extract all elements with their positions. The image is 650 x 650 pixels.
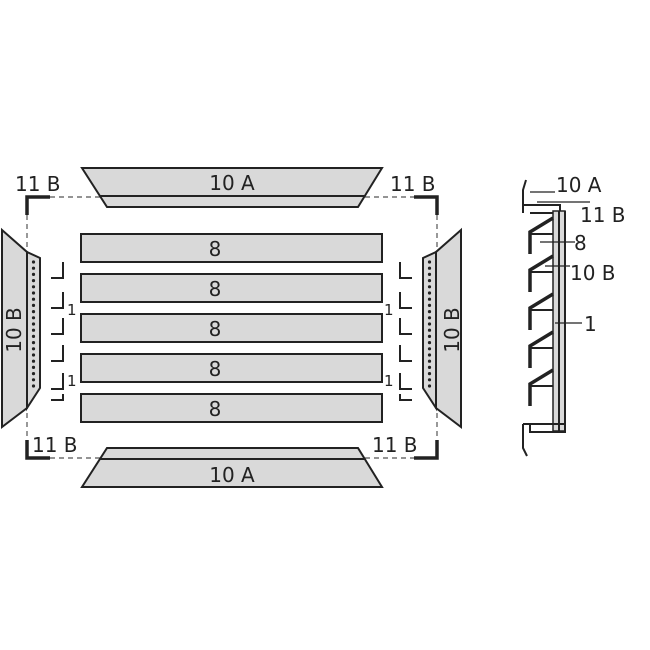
rivet-dot [31,384,36,388]
rivet-dot [31,341,36,345]
rivet-dot [31,266,36,270]
rivet-dot [427,372,432,376]
clip [51,318,64,335]
side-slat [528,254,554,292]
rivet-dot [427,266,432,270]
clip [399,318,412,335]
side-slat [528,216,554,254]
left-frame-label: 10 B [2,307,26,353]
clip [399,292,412,309]
clip [51,345,64,362]
clip-label: 1 [384,301,394,319]
clip [51,373,64,390]
rivet-dot [31,285,36,289]
clip [51,262,64,279]
rivet-dot [427,359,432,363]
rivet-dot [31,328,36,332]
rivet-dot [427,365,432,369]
clip-label: 1 [384,372,394,390]
clip-label: 1 [67,301,77,319]
slats: 8 8 8 8 8 [80,233,383,423]
bottom-frame: 10 A [80,447,384,488]
rivet-dot [427,341,432,345]
rivet-dot [31,359,36,363]
rivet-dot [31,316,36,320]
clip-label: 1 [67,372,77,390]
clip [399,373,412,390]
right-clips [399,262,412,401]
rivet-dot [31,297,36,301]
rivet-dot [427,347,432,351]
corner-label-bottom-right: 11 B [372,433,418,457]
top-frame-label: 10 A [209,171,255,195]
rivet-dot [31,303,36,307]
rivet-dot [31,322,36,326]
rivet-dot [427,384,432,388]
corner-label-bottom-left: 11 B [32,433,78,457]
rivet-dot [31,272,36,276]
top-frame: 10 A [80,167,384,208]
rivet-dot [427,285,432,289]
slat-label: 8 [209,397,222,421]
side-slat [528,368,554,406]
side-label-10b: 10 B [570,261,616,285]
rivet-dot [31,365,36,369]
clip [51,292,64,309]
corner-label-top-left: 11 B [15,172,61,196]
rivet-dot [427,272,432,276]
rivet-dot [31,378,36,382]
right-frame-label: 10 B [440,307,464,353]
slat-label: 8 [209,277,222,301]
rivet-dot [427,310,432,314]
clip [399,394,412,401]
side-label-1: 1 [584,312,597,336]
rivet-dot [31,291,36,295]
rivet-dot [427,279,432,283]
left-frame: 10 B [0,227,41,430]
side-slat [528,292,554,330]
side-label-11b: 11 B [580,203,626,227]
rivet-dot [31,353,36,357]
rivet-dot [427,353,432,357]
slat-label: 8 [209,237,222,261]
clip [399,262,412,279]
rivet-dot [427,322,432,326]
rivet-dot [427,316,432,320]
rivet-dot [31,310,36,314]
corner-brackets [25,195,439,460]
side-view: 10 A 11 B 8 10 B 1 [522,173,626,457]
rivet-dot [427,328,432,332]
rivet-dot [31,279,36,283]
side-slat [528,330,554,368]
right-frame: 10 B [422,227,464,430]
clip [51,394,64,401]
clip [399,345,412,362]
bottom-frame-label: 10 A [209,463,255,487]
rivet-dot [427,291,432,295]
rivet-dot [427,303,432,307]
rivet-dot [31,372,36,376]
rivet-dot [31,334,36,338]
rivet-dot [427,260,432,264]
slat-label: 8 [209,357,222,381]
rivet-dot [427,334,432,338]
slat-label: 8 [209,317,222,341]
left-clips [51,262,64,401]
rivet-dot [427,297,432,301]
rivet-dot [31,347,36,351]
rivet-dot [31,260,36,264]
side-label-8: 8 [574,231,587,255]
corner-label-top-right: 11 B [390,172,436,196]
side-label-10a: 10 A [556,173,602,197]
rivet-dot [427,378,432,382]
